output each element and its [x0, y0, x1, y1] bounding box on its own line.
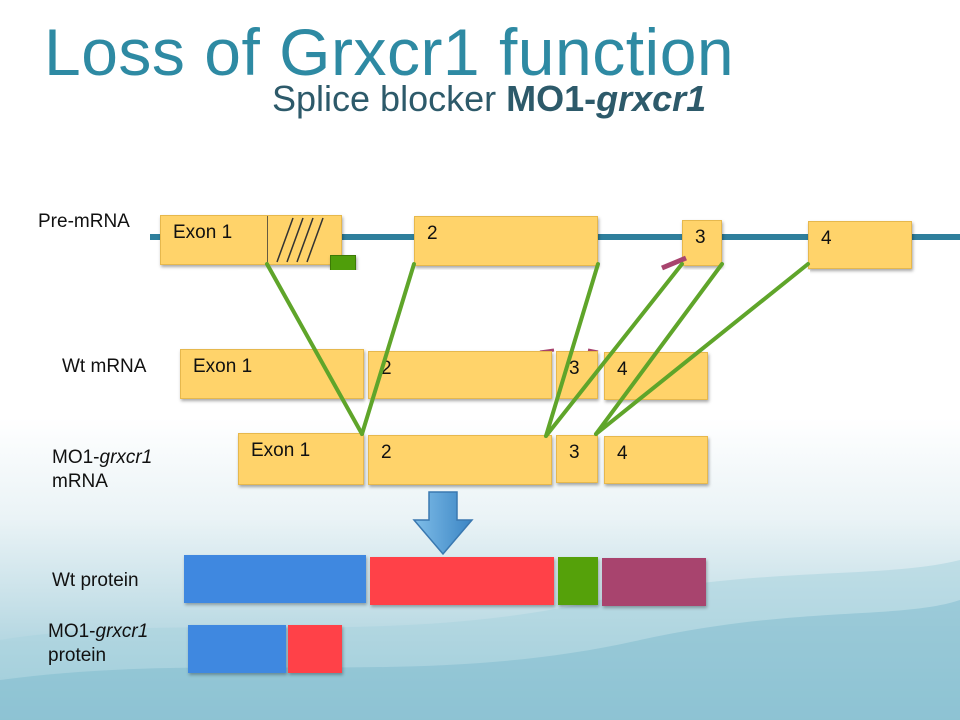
slide-title: Loss of Grxcr1 function	[44, 15, 735, 89]
wt-exon-3: 3	[556, 351, 598, 399]
pre-exon-1: Exon 1	[160, 215, 342, 265]
wt-protein-exon-2	[370, 557, 554, 605]
slide-subtitle: Splice blocker MO1-grxcr1	[272, 78, 707, 119]
wt-protein-exon-1	[184, 555, 366, 603]
mo-exon-2-label: 2	[381, 442, 392, 463]
pre-exon-1-label: Exon 1	[173, 222, 233, 243]
wt-exon-4-label: 4	[617, 359, 628, 380]
wt-exon-1-label: Exon 1	[193, 356, 253, 377]
wt-protein-exon-3	[558, 557, 598, 605]
mo-exon-4: 4	[604, 436, 708, 484]
pre-exon-3-label: 3	[695, 227, 706, 248]
wt-exon-3-label: 3	[569, 358, 580, 379]
wt-protein-exon-4	[602, 558, 706, 606]
mo-protein-exon-1	[188, 625, 286, 673]
mo-exon-1: Exon 1	[238, 433, 364, 485]
mo-exon-2: 2	[368, 435, 552, 485]
pre-exon-4: 4	[808, 221, 912, 269]
mo-exon-3-label: 3	[569, 442, 580, 463]
wt-exon-4: 4	[604, 352, 708, 400]
pre-exon-2-label: 2	[427, 223, 438, 244]
wt-exon-1: Exon 1	[180, 349, 364, 399]
mo-exon-1-label: Exon 1	[251, 440, 311, 461]
mo-exon-4-label: 4	[617, 443, 628, 464]
pre-exon-3: 3	[682, 220, 722, 266]
wt-exon-2: 2	[368, 351, 552, 399]
hatched-splice-region	[267, 216, 324, 264]
wt-exon-2-label: 2	[381, 358, 392, 379]
down-arrow-icon	[412, 491, 474, 556]
pre-mrna-label: Pre-mRNA	[38, 211, 130, 232]
pre-exon-4-label: 4	[821, 228, 832, 249]
mo-protein-exon-2	[288, 625, 342, 673]
wt-protein-label: Wt protein	[52, 570, 139, 591]
wt-mrna-label: Wt mRNA	[62, 356, 147, 377]
pre-exon-2: 2	[414, 216, 598, 266]
mo-exon-3: 3	[556, 435, 598, 483]
